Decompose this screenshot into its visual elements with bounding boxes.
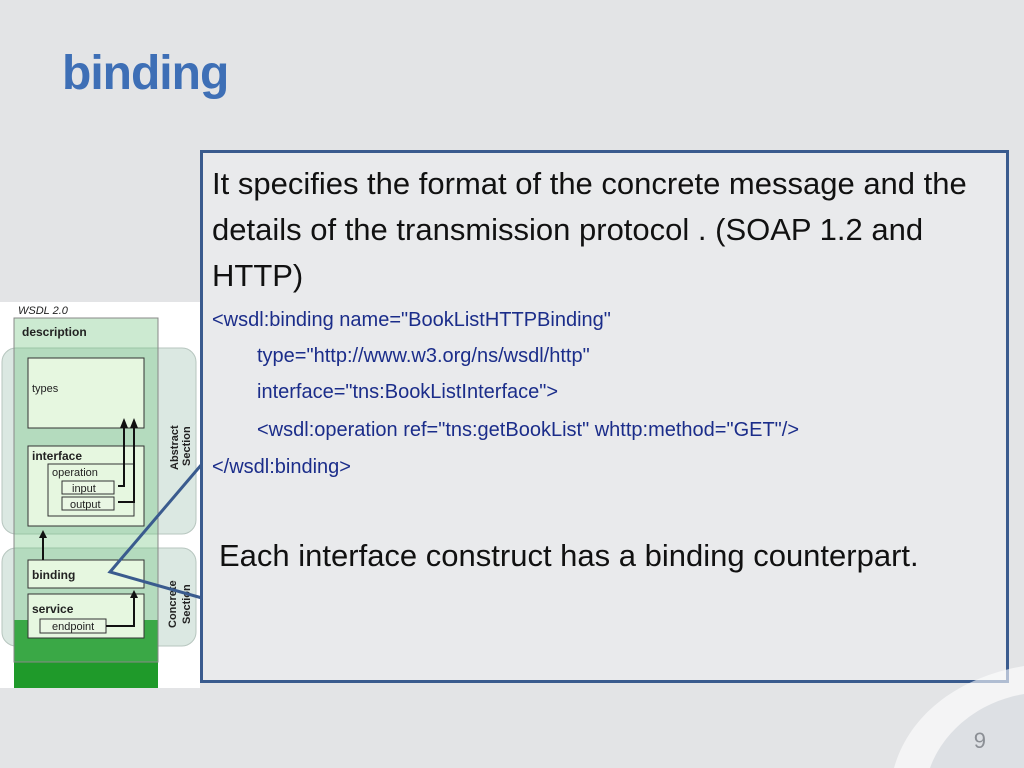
content-frame: It specifies the format of the concrete … — [200, 150, 1009, 683]
interface-label: interface — [32, 449, 82, 463]
endpoint-label: endpoint — [52, 621, 94, 633]
corner-decoration — [894, 666, 1024, 768]
slide-title: binding — [62, 47, 229, 100]
summary-paragraph: Each interface construct has a binding c… — [219, 538, 919, 573]
binding-label: binding — [32, 568, 75, 582]
code-line-3: interface="tns:BookListInterface"> — [257, 381, 559, 403]
concrete-section-label-2: Section — [181, 584, 193, 624]
code-line-2: type="http://www.w3.org/ns/wsdl/http" — [257, 345, 590, 367]
code-line-5: </wsdl:binding> — [212, 456, 351, 478]
abstract-section-label-1: Abstract — [169, 425, 181, 470]
abstract-section-label-2: Section — [181, 426, 193, 466]
wsdl-diagram: WSDL 2.0 description types interface ope… — [0, 302, 200, 688]
service-label: service — [32, 602, 74, 616]
page-number: 9 — [973, 728, 986, 753]
code-line-1: <wsdl:binding name="BookListHTTPBinding" — [212, 309, 611, 331]
description-label: description — [22, 325, 87, 339]
diagram-heading: WSDL 2.0 — [18, 305, 69, 317]
output-label: output — [70, 499, 101, 511]
input-label: input — [72, 483, 96, 495]
concrete-section-label-1: Concrete — [167, 580, 179, 628]
types-label: types — [32, 383, 59, 395]
operation-label: operation — [52, 467, 98, 479]
code-line-4: <wsdl:operation ref="tns:getBookList" wh… — [257, 419, 800, 441]
description-paragraph: It specifies the format of the concrete … — [212, 166, 967, 293]
types-box — [27, 357, 145, 429]
